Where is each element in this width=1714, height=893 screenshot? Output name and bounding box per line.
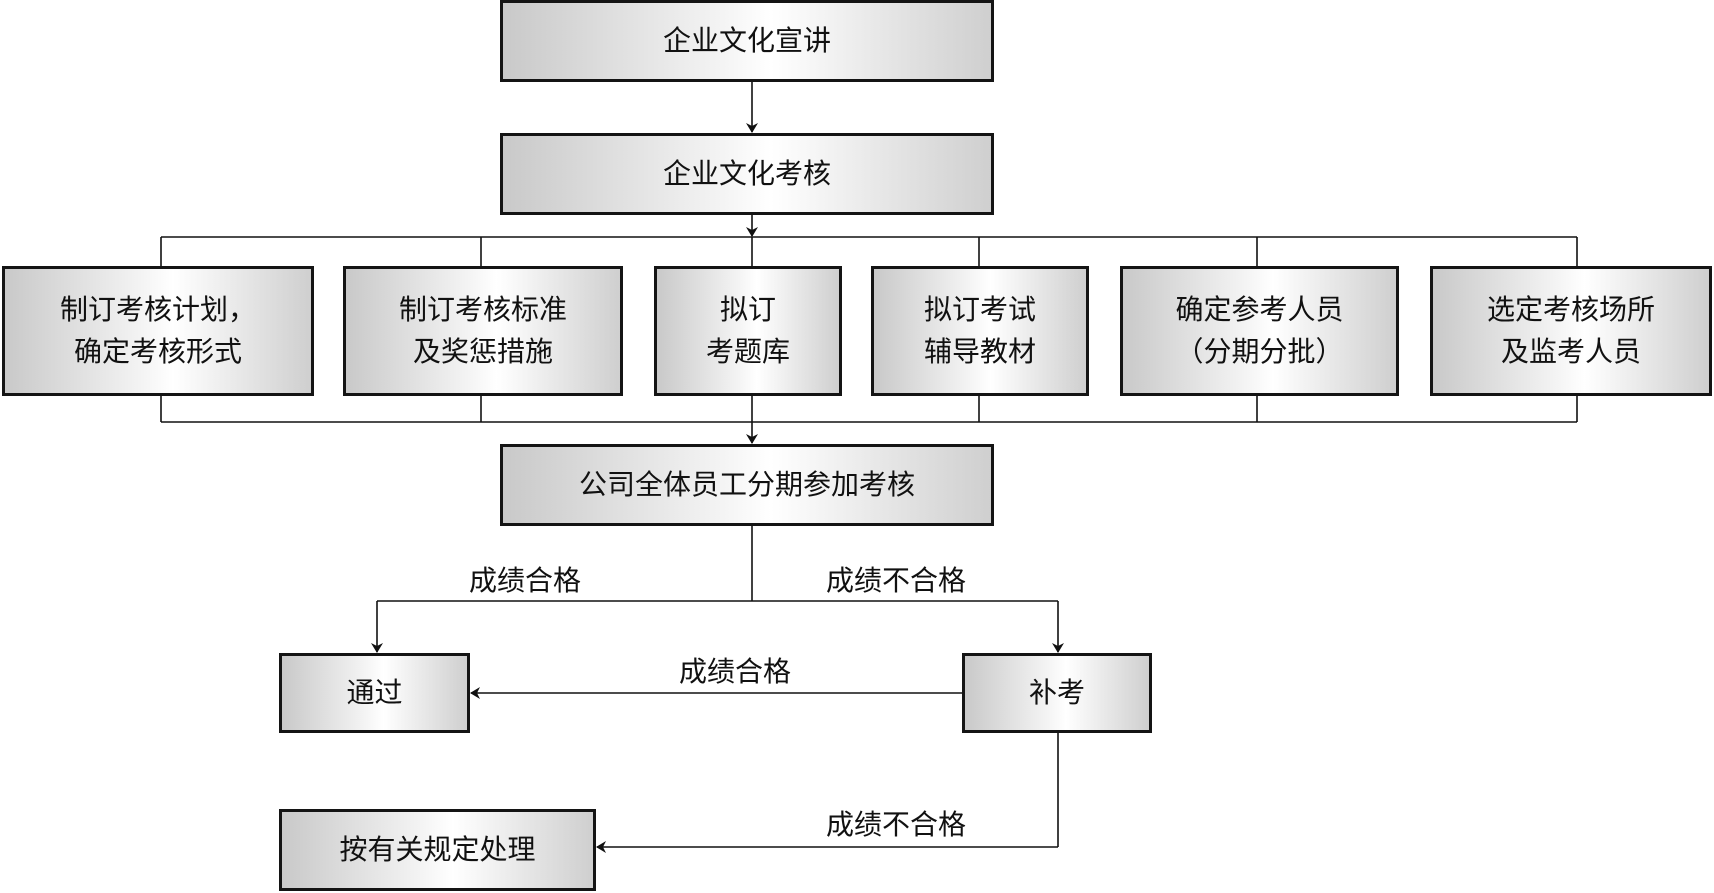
node-assessment-label: 企业文化考核 <box>662 157 831 190</box>
node-task-standard-line2: 及奖惩措施 <box>412 335 553 368</box>
node-retake: 补考 <box>962 653 1152 733</box>
node-task-participants: 确定参考人员 （分期分批） <box>1120 266 1399 396</box>
node-task-venue-line1: 选定考核场所 <box>1486 293 1655 326</box>
node-all-staff-label: 公司全体员工分期参加考核 <box>578 468 915 501</box>
node-task-standard: 制订考核标准 及奖惩措施 <box>343 266 623 396</box>
edge-label-retake-pass: 成绩合格 <box>678 655 792 688</box>
edge-label-first-fail: 成绩不合格 <box>825 564 967 597</box>
node-task-participants-line1: 确定参考人员 <box>1175 293 1344 326</box>
node-publicity: 企业文化宣讲 <box>500 0 994 82</box>
node-task-standard-line1: 制订考核标准 <box>398 293 567 326</box>
node-pass: 通过 <box>279 653 470 733</box>
node-task-venue-line2: 及监考人员 <box>1500 335 1641 368</box>
node-handle-label: 按有关规定处理 <box>339 833 536 866</box>
node-task-venue: 选定考核场所 及监考人员 <box>1430 266 1712 396</box>
node-task-materials-line1: 拟订考试 <box>923 293 1036 326</box>
node-task-plan: 制订考核计划， 确定考核形式 <box>2 266 314 396</box>
node-retake-label: 补考 <box>1028 676 1085 709</box>
node-task-question-bank-line2: 考题库 <box>705 335 790 368</box>
node-task-materials-line2: 辅导教材 <box>923 335 1036 368</box>
node-assessment: 企业文化考核 <box>500 133 994 215</box>
node-pass-label: 通过 <box>346 676 403 709</box>
node-publicity-label: 企业文化宣讲 <box>662 24 831 57</box>
edge-label-retake-fail: 成绩不合格 <box>825 808 967 841</box>
node-task-materials: 拟订考试 辅导教材 <box>871 266 1089 396</box>
node-handle: 按有关规定处理 <box>279 809 596 891</box>
node-task-plan-line2: 确定考核形式 <box>73 335 242 368</box>
node-task-question-bank: 拟订 考题库 <box>654 266 842 396</box>
node-task-plan-line1: 制订考核计划， <box>59 293 256 326</box>
node-all-staff: 公司全体员工分期参加考核 <box>500 444 994 526</box>
node-task-participants-line2: （分期分批） <box>1175 335 1344 368</box>
node-task-question-bank-line1: 拟订 <box>719 293 776 326</box>
edge-label-first-pass: 成绩合格 <box>468 564 582 597</box>
